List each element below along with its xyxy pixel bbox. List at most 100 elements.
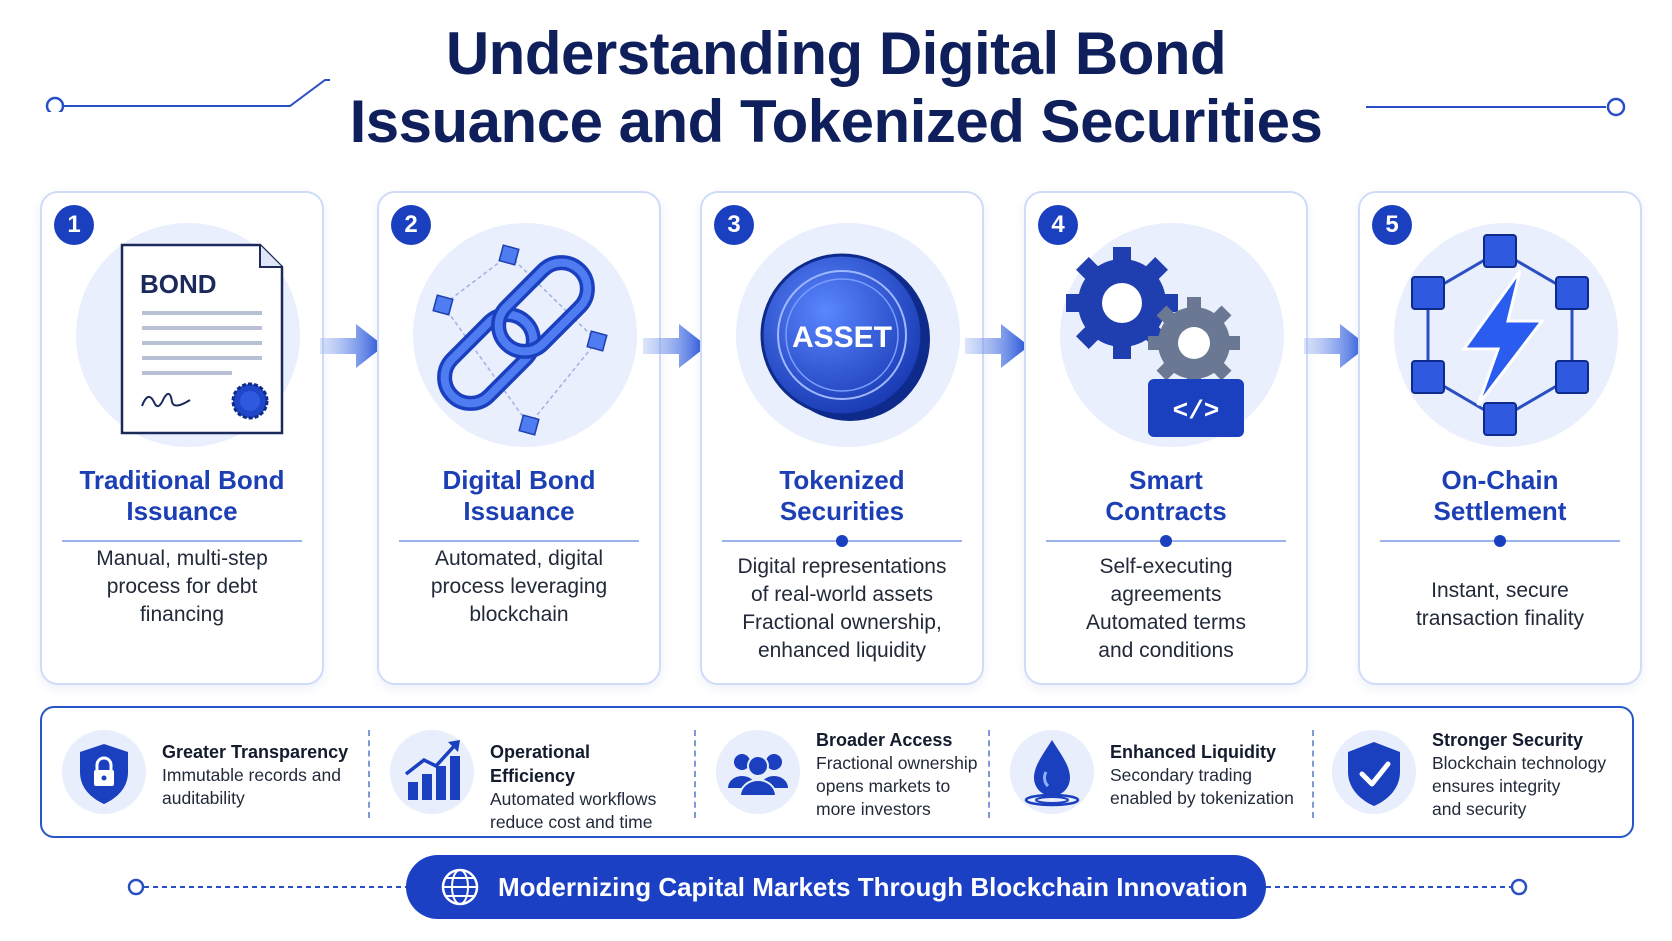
step-description: Digital representations of real-world as… xyxy=(716,553,968,665)
bond-document-icon: BOND xyxy=(120,243,284,435)
step-description-line: Instant, secure xyxy=(1431,579,1569,602)
asset-token-label: ASSET xyxy=(792,321,892,354)
step-description: Automated, digital process leveraging bl… xyxy=(393,545,645,629)
step-description: Self-executing agreements Automated term… xyxy=(1040,553,1292,665)
step-description-line: of real-world assets xyxy=(750,583,934,606)
divider-dot xyxy=(836,535,848,547)
lock-shield-icon xyxy=(80,744,128,804)
benefit-description-line: enabled by tokenization xyxy=(1110,788,1294,808)
benefit-title: Broader Access xyxy=(816,730,953,750)
asset-token-icon: ASSET xyxy=(760,253,930,421)
benefit-description-line: Secondary trading xyxy=(1110,765,1253,785)
step-card-tokenized-securities: 3 ASSET Tokenized Securities Digital rep… xyxy=(700,191,984,685)
benefit-description-line: reduce cost and time xyxy=(490,812,653,832)
benefit-security: Stronger Security Blockchain technology … xyxy=(1312,708,1630,836)
step-title-line: Settlement xyxy=(1433,496,1567,526)
arrow-right-icon xyxy=(643,324,707,368)
arrow-right-icon xyxy=(320,324,384,368)
step-description-line: Self-executing xyxy=(1099,555,1233,578)
benefit-title: Operational Efficiency xyxy=(490,742,591,786)
benefit-description-line: Immutable records and xyxy=(162,765,341,785)
benefit-description-line: more investors xyxy=(816,799,931,819)
benefit-text: Greater Transparency Immutable records a… xyxy=(162,740,348,810)
step-description-line: enhanced liquidity xyxy=(757,639,927,662)
benefit-description: Secondary trading enabled by tokenizatio… xyxy=(1110,764,1294,810)
step-description: Instant, secure transaction finality xyxy=(1374,577,1626,633)
page-title-line-2: Issuance and Tokenized Securities xyxy=(349,88,1323,155)
divider xyxy=(399,540,639,542)
step-title: Smart Contracts xyxy=(1036,465,1296,527)
benefit-description-line: Automated workflows xyxy=(490,789,657,809)
benefit-description-line: ensures integrity xyxy=(1432,776,1561,796)
benefit-transparency: Greater Transparency Immutable records a… xyxy=(42,708,362,836)
bond-document-label: BOND xyxy=(140,269,217,299)
benefit-text: Broader Access Fractional ownership open… xyxy=(816,728,977,821)
step-description-line: financing xyxy=(139,603,225,626)
lightning-network-icon xyxy=(1411,234,1589,436)
separator xyxy=(694,730,696,818)
step-title-line: Tokenized xyxy=(779,465,905,495)
divider-dot xyxy=(1494,535,1506,547)
benefits-panel: Greater Transparency Immutable records a… xyxy=(40,706,1634,838)
benefit-description-line: and security xyxy=(1432,799,1527,819)
arrow-right-icon xyxy=(1304,324,1368,368)
benefit-access: Broader Access Fractional ownership open… xyxy=(696,708,996,836)
footer-decoration-right xyxy=(1266,878,1528,896)
footer-banner: Modernizing Capital Markets Through Bloc… xyxy=(406,855,1266,919)
step-description-line: Manual, multi-step xyxy=(96,547,268,570)
step-card-digital-bond: 2 Digital Bond Issuance Automated, digit… xyxy=(377,191,661,685)
page-title: Understanding Digital Bond Issuance and … xyxy=(236,20,1436,156)
step-description-line: Fractional ownership, xyxy=(742,611,942,634)
step-title-line: On-Chain xyxy=(1441,465,1559,495)
step-card-traditional-bond: 1 BOND Traditional Bond Issuance Manual,… xyxy=(40,191,324,685)
step-description-line: process for debt xyxy=(106,575,258,598)
step-description-line: transaction finality xyxy=(1415,607,1585,630)
step-title-line: Smart xyxy=(1129,465,1203,495)
benefit-description-line: opens markets to xyxy=(816,776,951,796)
benefit-description: Fractional ownership opens markets to mo… xyxy=(816,752,977,821)
step-description: Manual, multi-step process for debt fina… xyxy=(56,545,308,629)
step-description-line: agreements xyxy=(1110,583,1222,606)
benefit-text: Enhanced Liquidity Secondary trading ena… xyxy=(1110,740,1294,810)
benefit-efficiency: Operational Efficiency Automated workflo… xyxy=(370,708,680,836)
step-title: On-Chain Settlement xyxy=(1370,465,1630,527)
growth-chart-icon xyxy=(404,740,460,800)
benefit-description: Automated workflows reduce cost and time xyxy=(490,788,680,834)
benefit-text: Operational Efficiency Automated workflo… xyxy=(490,740,680,834)
step-title-line: Issuance xyxy=(463,496,575,526)
step-title-line: Securities xyxy=(779,496,905,526)
check-shield-icon xyxy=(1348,742,1400,806)
footer-text: Modernizing Capital Markets Through Bloc… xyxy=(498,872,1248,902)
step-description-line: Automated terms xyxy=(1086,611,1246,634)
step-title: Tokenized Securities xyxy=(712,465,972,527)
benefit-title: Enhanced Liquidity xyxy=(1110,742,1277,762)
step-title-line: Digital Bond xyxy=(442,465,596,495)
step-description-line: Automated, digital xyxy=(434,547,604,570)
benefit-description-line: Blockchain technology xyxy=(1432,753,1607,773)
step-number: 2 xyxy=(391,205,431,245)
benefit-description-line: Fractional ownership xyxy=(816,753,978,773)
benefit-title: Stronger Security xyxy=(1432,730,1584,750)
step-description-line: and conditions xyxy=(1098,639,1234,662)
separator xyxy=(368,730,370,818)
step-description-line: blockchain xyxy=(469,603,569,626)
step-card-on-chain-settlement: 5 On-Chain Settlement Instant, secure tr… xyxy=(1358,191,1642,685)
title-decoration-right xyxy=(1366,97,1626,117)
step-number: 3 xyxy=(714,205,754,245)
step-number: 5 xyxy=(1372,205,1412,245)
step-number: 1 xyxy=(54,205,94,245)
people-group-icon xyxy=(728,754,788,797)
benefit-description-line: auditability xyxy=(162,788,245,808)
step-card-smart-contracts: 4 xyxy=(1024,191,1308,685)
step-description-line: process leveraging xyxy=(430,575,608,598)
title-decoration-left xyxy=(45,79,330,112)
divider-dot xyxy=(1160,535,1172,547)
step-title-line: Issuance xyxy=(126,496,238,526)
separator xyxy=(988,730,990,818)
arrow-right-icon xyxy=(965,324,1029,368)
benefit-description: Immutable records and auditability xyxy=(162,764,348,810)
step-title-line: Traditional Bond xyxy=(79,465,285,495)
step-title: Traditional Bond Issuance xyxy=(52,465,312,527)
divider xyxy=(62,540,302,542)
gears-code-icon: </> xyxy=(1066,247,1244,437)
